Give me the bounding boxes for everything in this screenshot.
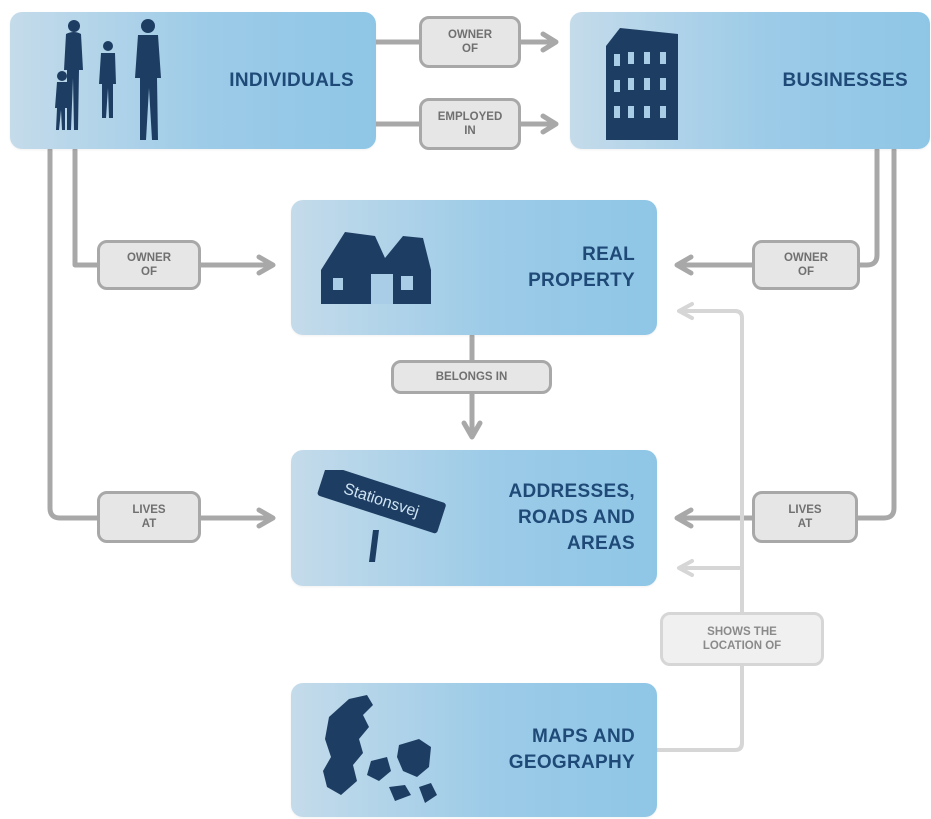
line-shows-location-up: [678, 309, 744, 614]
node-title-real-property: REAL PROPERTY: [528, 243, 635, 291]
line-owner-of-right: [857, 147, 880, 268]
node-maps: MAPS AND GEOGRAPHY: [291, 683, 657, 817]
relation-lives-at-left: LIVES AT: [97, 491, 201, 543]
line-shows-location-maps: [653, 663, 744, 752]
line-lives-at-right: [855, 147, 897, 521]
node-real-property: REAL PROPERTY: [291, 200, 657, 335]
node-addresses: Stationsvej ADDRESSES, ROADS AND AREAS: [291, 450, 657, 586]
relation-owner-of-left: OWNER OF: [97, 240, 201, 290]
node-title-maps: MAPS AND GEOGRAPHY: [508, 726, 635, 773]
relation-shows-location-of: SHOWS THE LOCATION OF: [660, 612, 824, 666]
node-title-addresses: ADDRESSES, ROADS AND AREAS: [508, 481, 635, 554]
node-individuals: INDIVIDUALS: [10, 12, 376, 149]
house-icon: [321, 232, 431, 304]
node-businesses: BUSINESSES: [570, 12, 930, 149]
line-owner-of-left: [72, 147, 101, 268]
line-lives-at-left: [47, 147, 103, 521]
relation-belongs-in: BELONGS IN: [391, 360, 552, 394]
node-title-businesses: BUSINESSES: [782, 69, 908, 91]
relation-owner-of-right: OWNER OF: [752, 240, 860, 290]
relation-employed-in: EMPLOYED IN: [419, 98, 521, 150]
relation-lives-at-right: LIVES AT: [752, 491, 858, 543]
denmark-map-icon: [323, 695, 437, 803]
building-icon: [606, 28, 678, 140]
node-title-individuals: INDIVIDUALS: [229, 69, 354, 91]
relation-owner-of-top: OWNER OF: [419, 16, 521, 68]
street-sign-icon: Stationsvej: [317, 470, 446, 562]
people-icon: [55, 19, 161, 140]
